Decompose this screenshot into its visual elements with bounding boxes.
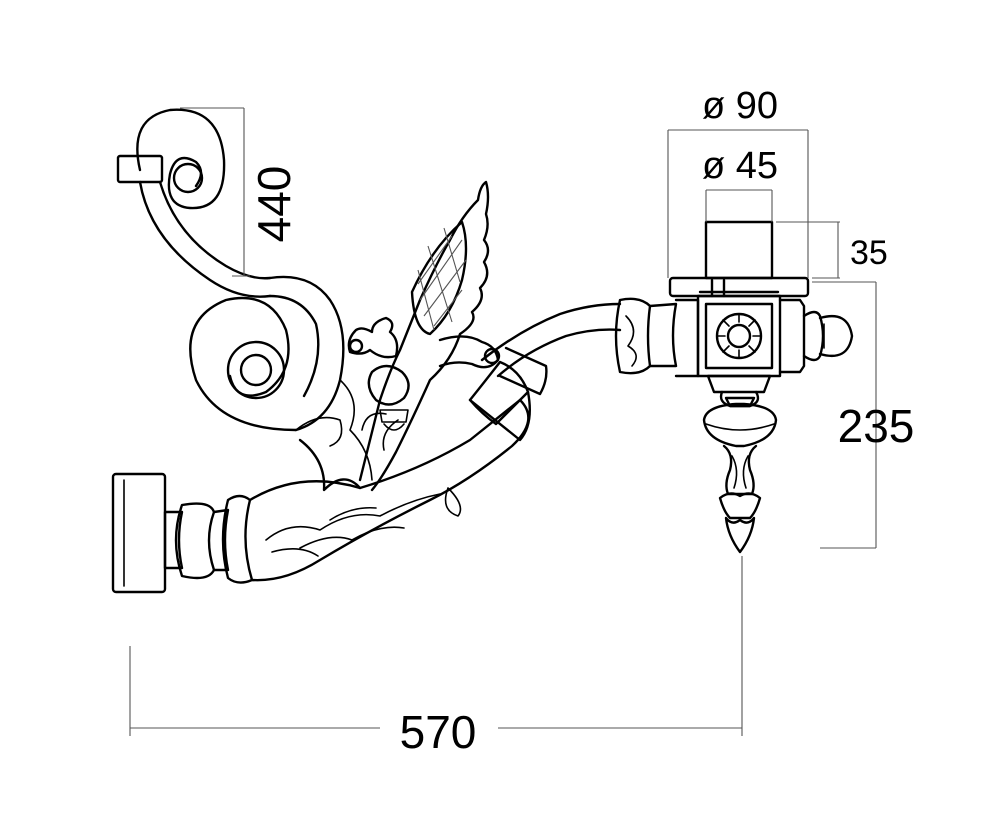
dimension-diameter-45: ø 45 xyxy=(702,145,778,222)
hanging-finial xyxy=(702,374,778,554)
thistle-ornament xyxy=(347,180,501,492)
dim-35-label: 35 xyxy=(850,234,888,272)
middle-scroll xyxy=(189,275,373,492)
dimension-35: 35 xyxy=(776,221,888,279)
dimension-440: 440 xyxy=(180,107,300,277)
dim-440-label: 440 xyxy=(248,166,300,243)
dim-diameter-90-label: ø 90 xyxy=(702,85,778,127)
lantern-head xyxy=(614,294,854,378)
upper-arm xyxy=(468,302,622,442)
upper-scroll xyxy=(116,108,272,298)
dimension-235: 235 xyxy=(812,281,915,549)
dim-570-label: 570 xyxy=(400,706,477,758)
spigot xyxy=(668,220,810,298)
dimension-570: 570 xyxy=(129,556,743,758)
dimension-diameter-90: ø 90 xyxy=(667,85,809,278)
dim-235-label: 235 xyxy=(838,400,915,452)
dim-diameter-45-label: ø 45 xyxy=(702,145,778,187)
wall-plate xyxy=(111,472,167,594)
arm-collar xyxy=(163,494,254,584)
